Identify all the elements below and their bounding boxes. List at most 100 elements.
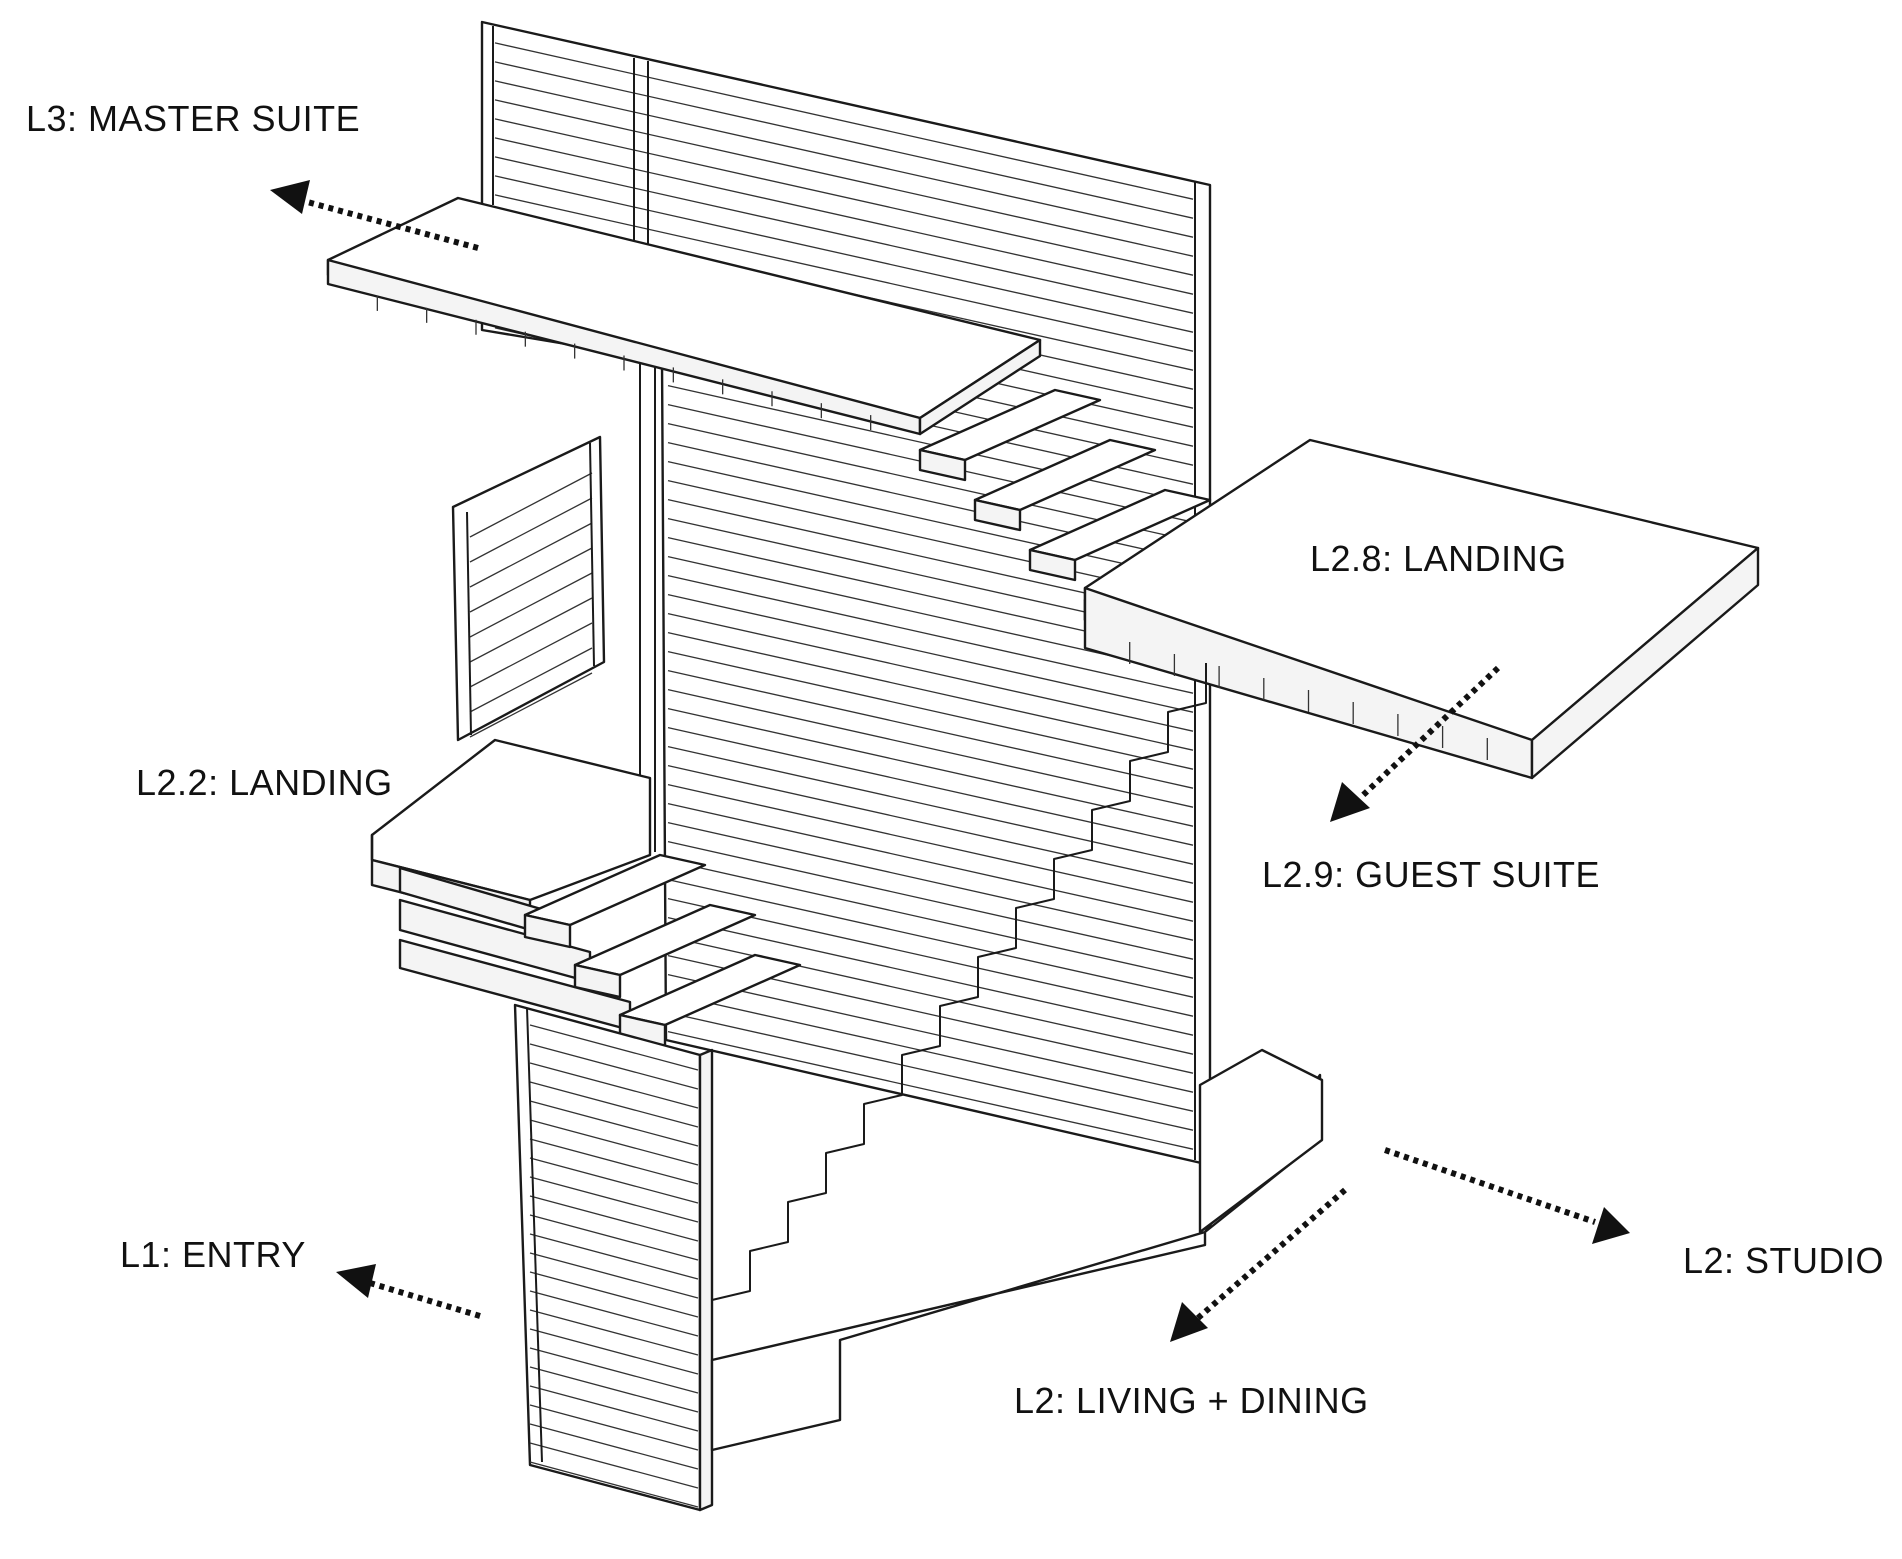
arrow-guest-suite bbox=[1330, 665, 1501, 822]
wall-slat-line bbox=[494, 156, 1194, 314]
wall-slat-line bbox=[667, 879, 1194, 998]
column-slat bbox=[529, 1138, 699, 1185]
wall-slat-line bbox=[494, 42, 1194, 200]
wall-slat-line bbox=[667, 860, 1194, 979]
small-wall-slat bbox=[469, 547, 593, 613]
small-wall-slat bbox=[469, 572, 593, 638]
lower-column-wall-side bbox=[698, 1048, 714, 1512]
wall-slat-line bbox=[494, 61, 1194, 219]
wall-slat-line bbox=[667, 461, 1194, 580]
lower-column-wall-front bbox=[513, 1003, 702, 1512]
column-stud bbox=[526, 1007, 543, 1463]
wall-slat-line bbox=[667, 689, 1194, 808]
floating-tread-edge bbox=[1028, 548, 1077, 582]
wall-slat-line bbox=[667, 651, 1194, 770]
small-wall-stud bbox=[466, 511, 472, 736]
wall-slat-line bbox=[667, 632, 1194, 751]
top-slab-edge-right bbox=[918, 338, 1042, 436]
column-slat bbox=[529, 1366, 699, 1413]
column-slat bbox=[529, 1404, 699, 1451]
small-wall-slat bbox=[469, 522, 593, 588]
small-wall-slat bbox=[469, 472, 593, 538]
label-entry: L1: ENTRY bbox=[120, 1234, 306, 1275]
column-slat bbox=[529, 1347, 699, 1394]
wall-slat-line bbox=[667, 803, 1194, 922]
label-master-suite: L3: MASTER SUITE bbox=[26, 98, 361, 139]
small-wall-slat bbox=[469, 647, 593, 713]
right-landing-joints bbox=[1129, 642, 1488, 760]
wall-slat-line bbox=[667, 898, 1194, 1017]
small-wall-slat bbox=[469, 597, 593, 663]
wall-slat-line bbox=[667, 1012, 1194, 1131]
column-slat bbox=[529, 1252, 699, 1299]
small-wall-slat bbox=[469, 672, 593, 738]
label-living-dining: L2: LIVING + DINING bbox=[1014, 1380, 1369, 1421]
label-landing-28: L2.8: LANDING bbox=[1310, 538, 1567, 579]
column-slat bbox=[529, 1100, 699, 1147]
wall-slat-line bbox=[494, 118, 1194, 276]
lower-tread-edge bbox=[523, 913, 572, 949]
wall-slat-line bbox=[667, 917, 1194, 1036]
wall-slat-line bbox=[667, 575, 1194, 694]
floating-tread-edge bbox=[973, 498, 1022, 532]
ground-stair-steps bbox=[711, 663, 1207, 1360]
floating-tread-edge bbox=[918, 448, 967, 482]
wall-slat-line bbox=[494, 137, 1194, 295]
column-slat bbox=[529, 1043, 699, 1090]
label-guest-suite: L2.9: GUEST SUITE bbox=[1262, 854, 1600, 895]
wall-slat-line bbox=[667, 670, 1194, 789]
lower-tread-edge bbox=[573, 963, 622, 999]
wall-slat-line bbox=[494, 175, 1194, 333]
column-slat bbox=[529, 1081, 699, 1128]
column-wall-slats bbox=[529, 1024, 699, 1508]
label-landing-22: L2.2: LANDING bbox=[136, 762, 393, 803]
wall-slat-line bbox=[667, 841, 1194, 960]
wall-slat-line bbox=[667, 974, 1194, 1093]
column-slat bbox=[529, 1119, 699, 1166]
column-slat bbox=[529, 1024, 699, 1071]
small-wall-stud-b bbox=[589, 442, 595, 667]
column-slat bbox=[529, 1233, 699, 1280]
wall-slat-line bbox=[667, 727, 1194, 846]
top-slab-joints bbox=[376, 295, 872, 431]
column-slat bbox=[529, 1157, 699, 1204]
wall-slat-line bbox=[667, 993, 1194, 1112]
wall-slat-line bbox=[667, 613, 1194, 732]
column-slat bbox=[529, 1271, 699, 1318]
wall-slat-line bbox=[667, 822, 1194, 941]
column-slat bbox=[529, 1176, 699, 1223]
small-wall-slats bbox=[469, 472, 593, 738]
column-slat bbox=[529, 1328, 699, 1375]
arrow-studio bbox=[1384, 1147, 1630, 1244]
column-slat bbox=[529, 1309, 699, 1356]
column-slat bbox=[529, 1385, 699, 1432]
wall-slat-line bbox=[667, 746, 1194, 865]
column-slat bbox=[529, 1442, 699, 1489]
right-landing-side-edge bbox=[1530, 546, 1760, 780]
arrow-living-dining bbox=[1170, 1187, 1347, 1342]
wall-slat-line bbox=[667, 1031, 1194, 1150]
wall-slat-line bbox=[494, 194, 1194, 352]
small-wall-slat bbox=[469, 497, 593, 563]
column-slat bbox=[529, 1461, 699, 1508]
wall-slat-line bbox=[667, 765, 1194, 884]
label-studio: L2: STUDIO bbox=[1683, 1240, 1885, 1281]
small-wall-slat bbox=[469, 622, 593, 688]
column-slat bbox=[529, 1423, 699, 1470]
wall-slat-line bbox=[494, 99, 1194, 257]
stair-step-profile bbox=[711, 663, 1207, 1360]
column-slat bbox=[529, 1214, 699, 1261]
small-side-wall bbox=[451, 435, 606, 742]
stair-base-block bbox=[1198, 1048, 1324, 1234]
column-slat bbox=[529, 1062, 699, 1109]
column-slat bbox=[529, 1290, 699, 1337]
arrow-entry bbox=[336, 1264, 481, 1319]
wall-slat-line bbox=[667, 784, 1194, 903]
arrow-master-suite bbox=[270, 180, 479, 251]
lower-treads bbox=[523, 853, 802, 1049]
column-slat bbox=[529, 1195, 699, 1242]
wall-slat-line bbox=[667, 594, 1194, 713]
wall-slat-line bbox=[494, 80, 1194, 238]
